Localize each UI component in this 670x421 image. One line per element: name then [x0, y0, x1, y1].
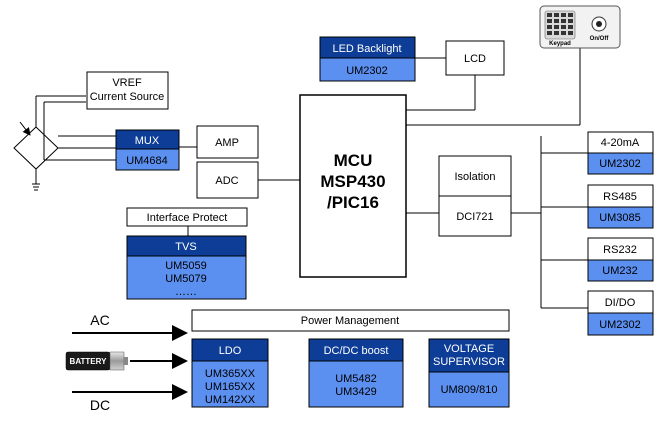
keypad-icon: Keypad On/Off: [539, 5, 621, 49]
ldo-title: LDO: [219, 345, 242, 357]
ac-label: AC: [90, 312, 109, 328]
interface-rs485-title: RS485: [603, 191, 637, 203]
mcu-title: MCU: [334, 151, 373, 170]
interface-4-20ma-part: UM2302: [599, 158, 641, 170]
battery-icon: BATTERY: [65, 351, 128, 371]
keypad-label: Keypad: [549, 41, 571, 47]
ac-input: AC: [72, 312, 188, 341]
sensor-bridge-icon: [13, 95, 116, 191]
tvs-block: TVS UM5059 UM5079 ……: [126, 235, 247, 300]
vref-current-source: VREF Current Source: [86, 71, 169, 110]
led-backlight-part: UM2302: [346, 65, 388, 77]
interface-rs232: RS232 UM232: [587, 237, 654, 282]
dcdc-title: DC/DC boost: [324, 345, 389, 357]
battery-input: BATTERY: [65, 351, 188, 371]
interface-protect-label: Interface Protect: [147, 212, 228, 224]
connection-lines: [179, 48, 588, 309]
dcdc-part-1: UM5482: [335, 373, 377, 385]
adc-block: ADC: [196, 161, 259, 199]
interface-di-do-part: UM2302: [599, 319, 641, 331]
vref-sublabel: Current Source: [90, 91, 165, 103]
ldo-part-3: UM142XX: [205, 394, 256, 406]
battery-label: BATTERY: [70, 357, 108, 366]
ldo-part-2: UM165XX: [205, 381, 256, 393]
supervisor-title-2: SUPERVISOR: [433, 356, 505, 368]
dcdc-boost-block: DC/DC boost UM5482 UM3429: [308, 338, 404, 408]
adc-label: ADC: [215, 175, 238, 187]
isolation-block: Isolation DCI721: [438, 155, 512, 237]
interface-di-do-title: DI/DO: [605, 297, 636, 309]
dc-label: DC: [90, 397, 110, 413]
lcd-label: LCD: [464, 53, 486, 65]
tvs-part-1: UM5059: [165, 260, 207, 272]
dcdc-part-2: UM3429: [335, 386, 377, 398]
ldo-part-1: UM365XX: [205, 368, 256, 380]
interface-di-do: DI/DO UM2302: [587, 290, 654, 336]
isolation-part: DCI721: [456, 211, 493, 223]
interface-rs485-part: UM3085: [599, 212, 641, 224]
tvs-part-2: UM5079: [165, 273, 207, 285]
mcu-model-alt: /PIC16: [327, 193, 379, 212]
power-management-label: Power Management: [301, 315, 399, 327]
supervisor-title-1: VOLTAGE: [444, 343, 494, 355]
amp-block: AMP: [196, 125, 259, 159]
dc-input: DC: [72, 384, 188, 413]
tvs-title: TVS: [175, 241, 196, 253]
interface-rs485: RS485 UM3085: [587, 184, 654, 229]
interface-4-20ma: 4-20mA UM2302: [587, 131, 654, 175]
interface-protect-block: Interface Protect: [126, 207, 248, 227]
amp-label: AMP: [215, 137, 239, 149]
vref-label: VREF: [112, 77, 142, 89]
supervisor-part: UM809/810: [441, 384, 498, 396]
led-backlight-block: LED Backlight UM2302: [319, 36, 416, 82]
mux-part: UM4684: [126, 155, 168, 167]
mcu-block: MCU MSP430 /PIC16: [299, 94, 407, 278]
interface-rs232-part: UM232: [602, 265, 637, 277]
isolation-title: Isolation: [455, 171, 496, 183]
keypad-power-label: On/Off: [590, 36, 610, 42]
lcd-block: LCD: [445, 40, 505, 76]
interface-rs232-title: RS232: [603, 244, 637, 256]
led-backlight-title: LED Backlight: [332, 43, 401, 55]
mux-block: MUX UM4684: [115, 129, 180, 171]
mux-title: MUX: [135, 135, 160, 147]
mcu-model: MSP430: [320, 172, 385, 191]
ldo-block: LDO UM365XX UM165XX UM142XX: [191, 338, 269, 408]
power-management-block: Power Management: [191, 309, 510, 332]
tvs-more: ……: [175, 286, 197, 298]
voltage-supervisor-block: VOLTAGE SUPERVISOR UM809/810: [428, 338, 510, 408]
interface-4-20ma-title: 4-20mA: [601, 137, 640, 149]
